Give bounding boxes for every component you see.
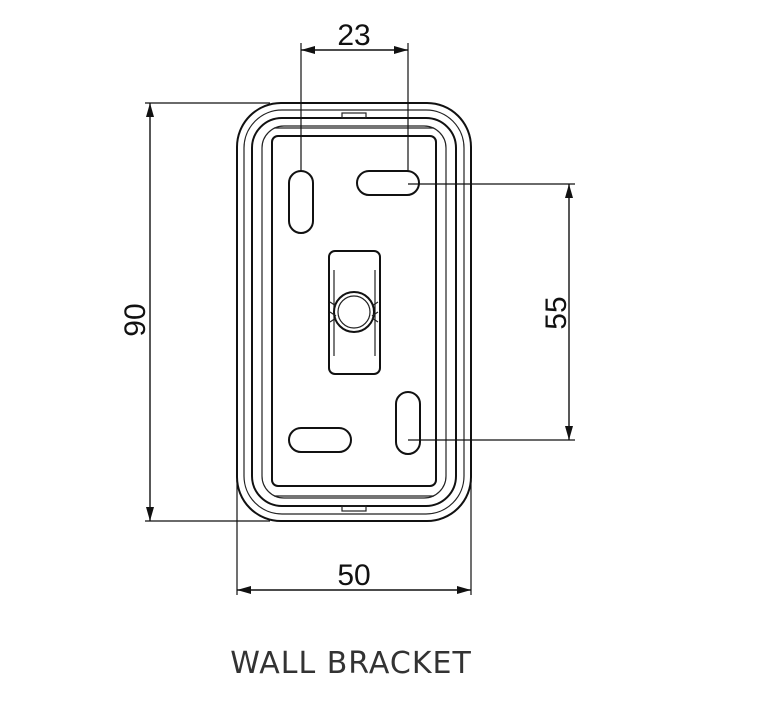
dimension-90: 90	[119, 102, 270, 522]
dim-50-arrow-right	[457, 586, 471, 594]
bracket-plate	[271, 135, 437, 487]
bracket-bottom-notch	[341, 505, 367, 512]
slot-top-right	[356, 170, 420, 196]
dim-50-arrow-left	[237, 586, 251, 594]
bracket-top-notch	[341, 112, 367, 119]
drawing-caption: WALL BRACKET	[230, 646, 472, 681]
slot-bottom-left	[288, 427, 352, 453]
dim-90-arrow-top	[146, 103, 154, 117]
slot-top-left	[288, 170, 314, 234]
center-screw-threads	[329, 301, 379, 323]
bracket-rim	[251, 117, 457, 507]
center-fitting-frame	[328, 250, 381, 375]
center-fitting	[328, 250, 381, 375]
dim-55-label: 55	[540, 296, 573, 329]
dim-50-label: 50	[337, 559, 370, 592]
dim-55-arrow-bottom	[565, 426, 573, 440]
dimension-55: 55	[408, 183, 575, 441]
dim-90-label: 90	[119, 303, 152, 336]
dim-90-arrow-bottom	[146, 507, 154, 521]
bracket-body	[236, 102, 472, 522]
bracket-outer-inner-outline	[243, 109, 465, 515]
dimension-23: 23	[300, 19, 409, 171]
dim-55-arrow-top	[565, 184, 573, 198]
center-fitting-inner	[333, 270, 376, 356]
dim-23-arrow-left	[301, 46, 315, 54]
slot-bottom-right	[395, 391, 421, 455]
bracket-rim-inner	[261, 125, 447, 499]
mounting-slots	[288, 170, 421, 455]
dim-23-label: 23	[337, 19, 370, 52]
bracket-outer-outline	[236, 102, 472, 522]
center-hole	[333, 291, 375, 333]
dim-23-arrow-right	[394, 46, 408, 54]
center-hole-inner	[337, 295, 371, 329]
dimension-50: 50	[236, 480, 472, 595]
